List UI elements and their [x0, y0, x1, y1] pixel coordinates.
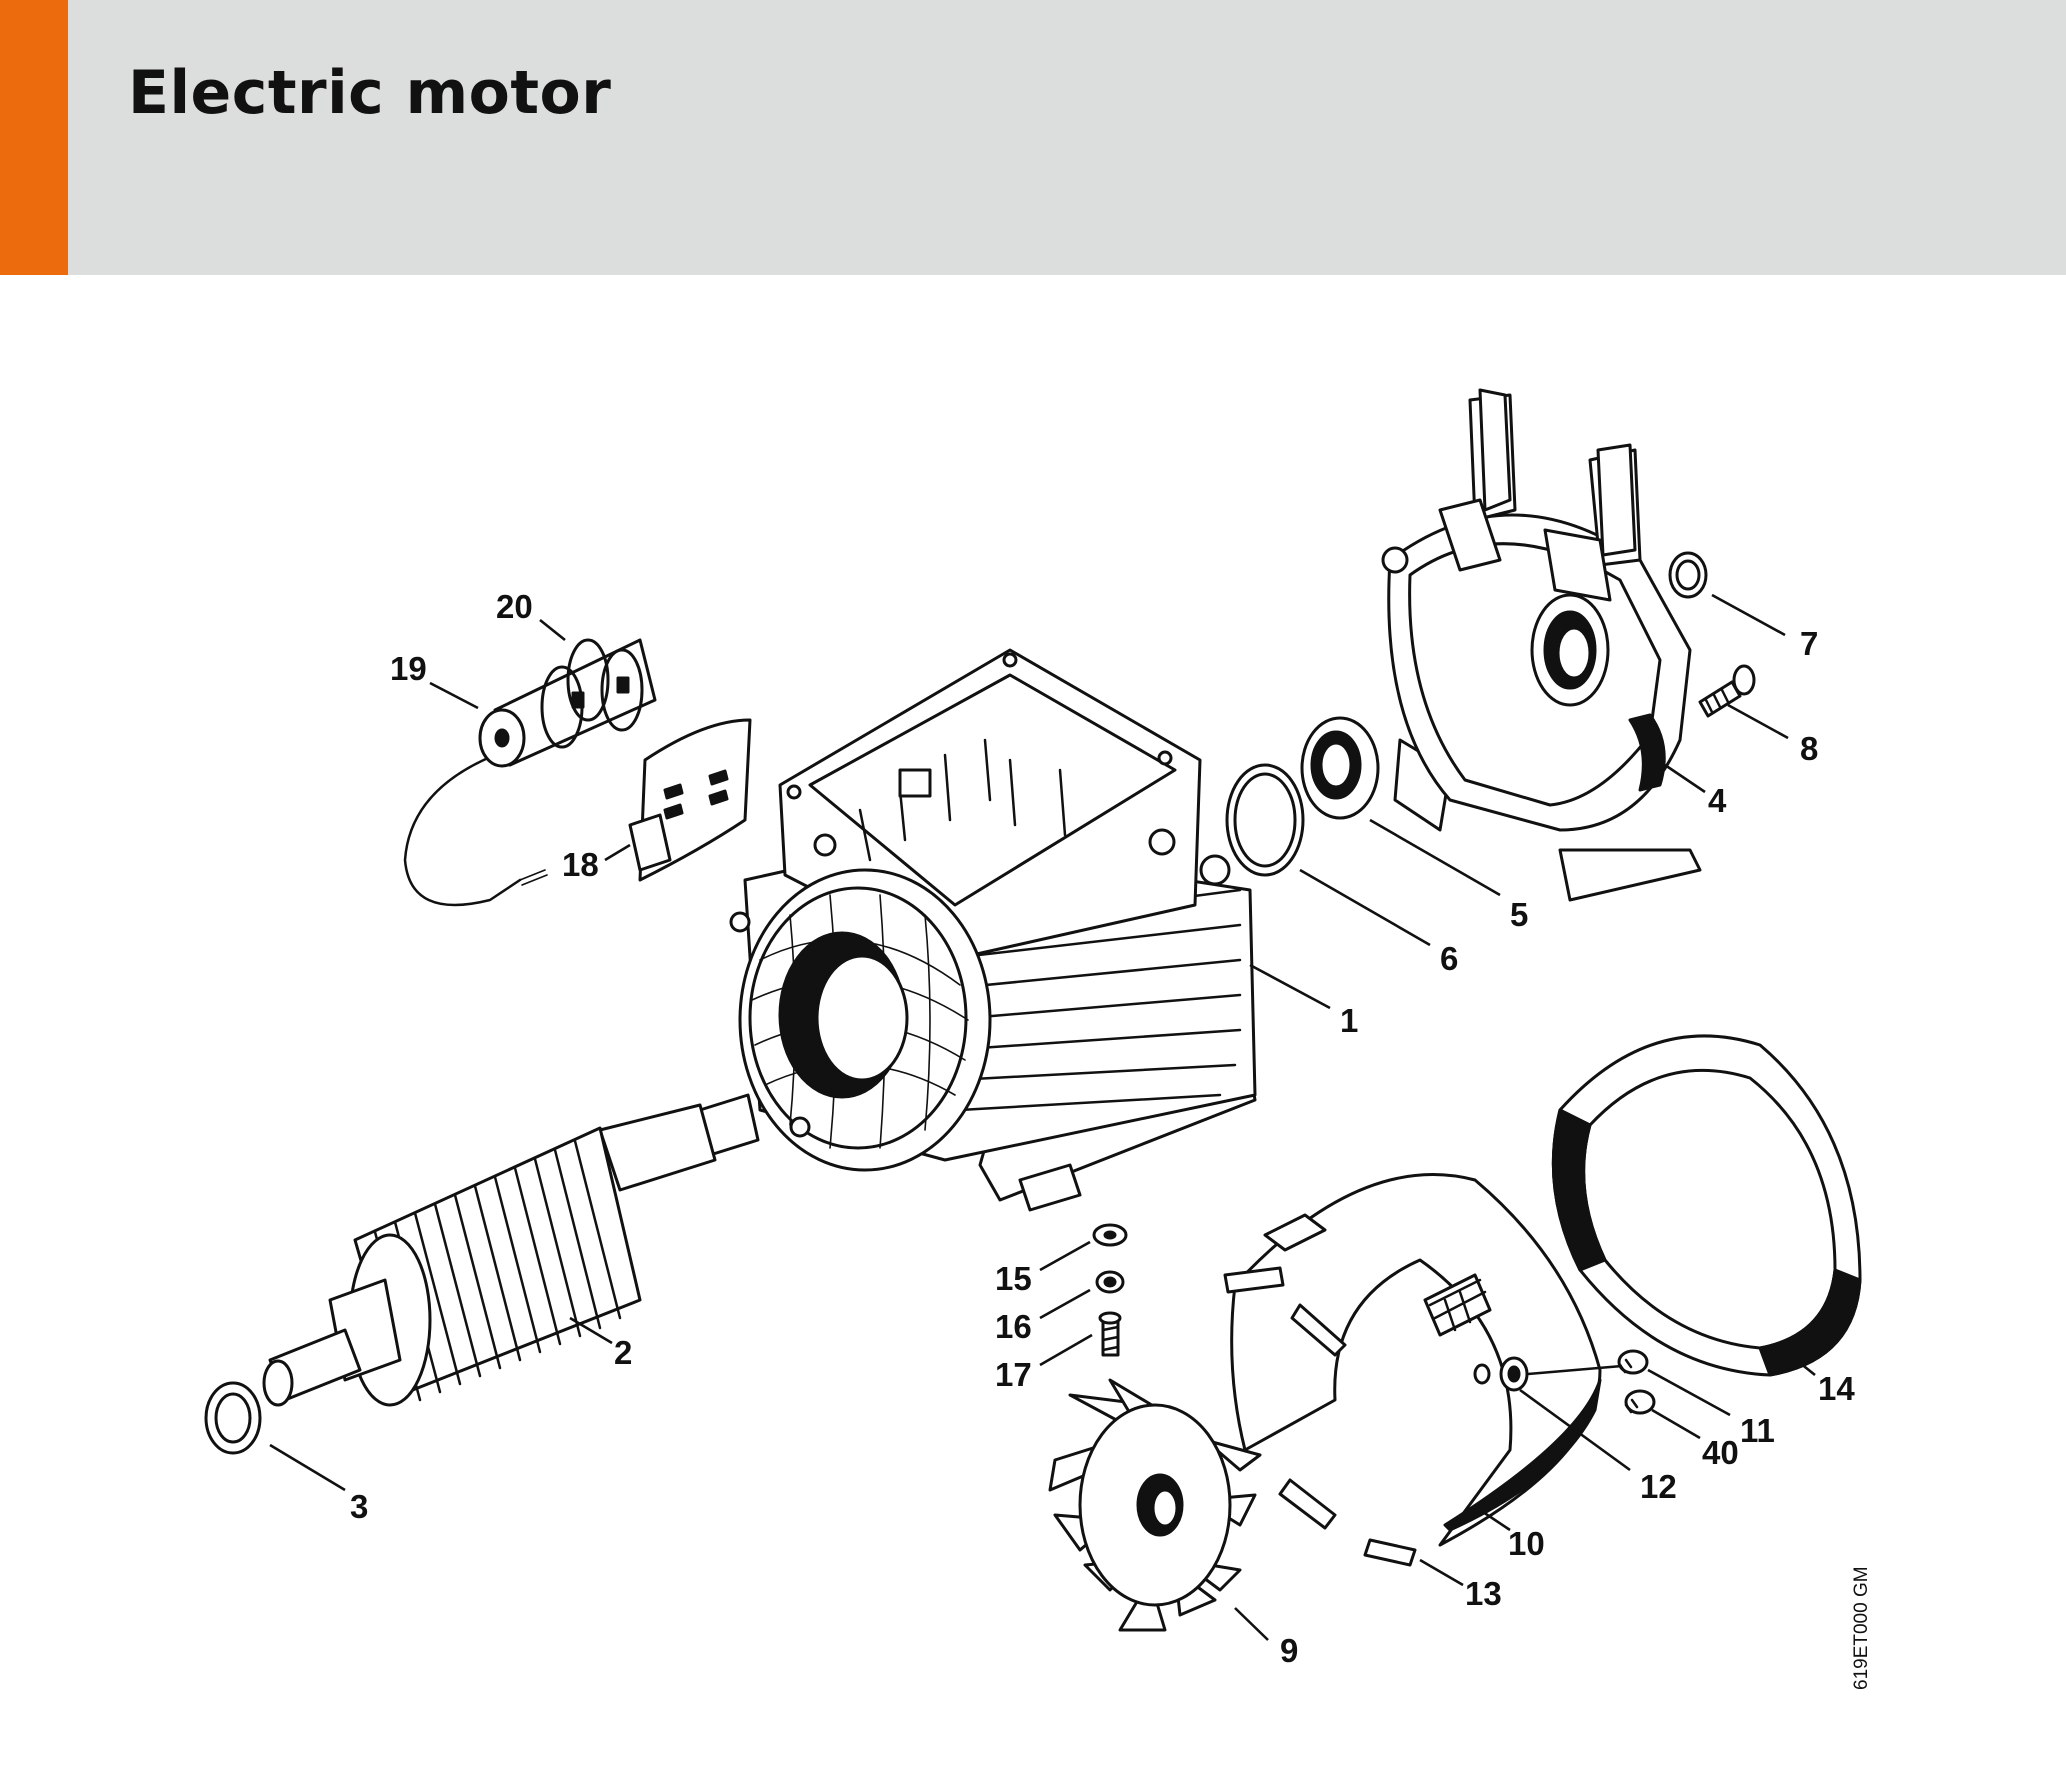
- callout-7: 7: [1800, 625, 1818, 662]
- callout-15: 15: [995, 1260, 1032, 1297]
- screw-11: [1617, 1349, 1649, 1375]
- callout-8: 8: [1800, 730, 1818, 767]
- header-bar: [0, 0, 2066, 275]
- callout-labels: 1 2 3 4 5 6 7 8 9 10 11 12 13 14 15 16 1…: [350, 588, 1855, 1669]
- holder: [628, 718, 752, 882]
- damper-pads: [1223, 1266, 1417, 1567]
- screw-8: [1698, 664, 1756, 718]
- seal-ring: [1668, 551, 1708, 599]
- washer-16: [1095, 1270, 1125, 1294]
- callout-11: 11: [1740, 1412, 1775, 1449]
- circlip: [1225, 763, 1305, 877]
- sleeve-ring: [1551, 1034, 1862, 1377]
- callout-5: 5: [1510, 896, 1528, 933]
- ball-bearing: [1300, 716, 1380, 820]
- callout-2: 2: [614, 1334, 632, 1371]
- callout-40: 40: [1702, 1434, 1739, 1471]
- washer-12: [1473, 1356, 1529, 1392]
- motor-housing: [729, 648, 1257, 1212]
- washer-15: [1092, 1223, 1128, 1247]
- accent-stripe: [0, 0, 68, 275]
- callout-19: 19: [390, 650, 427, 687]
- callout-13: 13: [1465, 1575, 1502, 1612]
- end-shield: [1381, 388, 1702, 902]
- callout-12: 12: [1640, 1468, 1677, 1505]
- callout-18: 18: [562, 846, 599, 883]
- callout-3: 3: [350, 1488, 368, 1525]
- callout-20: 20: [496, 588, 533, 625]
- screw-17: [1098, 1311, 1122, 1357]
- rotor: [262, 1093, 760, 1407]
- callout-4: 4: [1708, 782, 1727, 819]
- callout-1: 1: [1340, 1002, 1358, 1039]
- callout-9: 9: [1280, 1632, 1298, 1669]
- callout-17: 17: [995, 1356, 1032, 1393]
- fan: [1048, 1378, 1262, 1632]
- callout-10: 10: [1508, 1525, 1545, 1562]
- fan-cowl: [1230, 1173, 1602, 1547]
- callout-6: 6: [1440, 940, 1458, 977]
- callout-14: 14: [1818, 1370, 1855, 1407]
- ring-3: [204, 1381, 262, 1455]
- screw-40: [1624, 1389, 1656, 1415]
- page-title: Electric motor: [128, 58, 612, 128]
- leader-lines: [269, 593, 1816, 1641]
- reference-code: 619ET000 GM: [1851, 1566, 1872, 1690]
- callout-16: 16: [995, 1308, 1032, 1345]
- clip-band: [540, 638, 644, 749]
